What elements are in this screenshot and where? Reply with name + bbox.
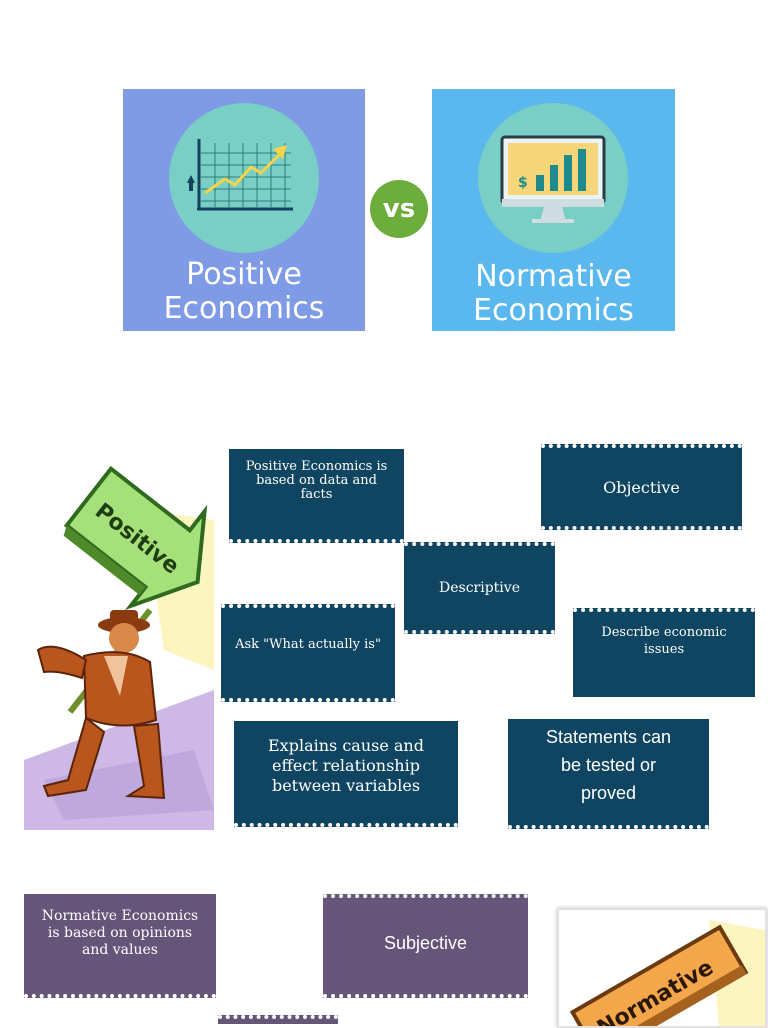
positive-box-objective: Objective bbox=[541, 444, 742, 530]
positive-box-ask-what-is: Ask "What actually is" bbox=[221, 604, 395, 702]
line-chart-icon bbox=[187, 139, 293, 211]
box-text: Describe economic issues bbox=[601, 624, 727, 657]
box-text: Statements can be tested or proved bbox=[545, 727, 672, 803]
positive-title-line2: Economics bbox=[163, 291, 325, 326]
monitor-chart-icon: $ bbox=[500, 135, 606, 223]
positive-illustration: Positive bbox=[24, 450, 214, 840]
box-text: Descriptive bbox=[439, 580, 520, 596]
box-text: Objective bbox=[603, 477, 680, 497]
vs-badge: vs bbox=[370, 180, 428, 238]
normative-box-partial bbox=[218, 1015, 338, 1024]
normative-box-opinions: Normative Economics is based on opinions… bbox=[24, 894, 216, 998]
normative-title-line2: Economics bbox=[473, 293, 634, 328]
box-text: Ask "What actually is" bbox=[235, 636, 381, 652]
positive-economics-panel: Positive Economics bbox=[123, 89, 365, 331]
box-text: Normative Economics is based on opinions… bbox=[41, 907, 199, 958]
normative-box-subjective: Subjective bbox=[323, 894, 528, 998]
box-text: Explains cause and effect relationship b… bbox=[268, 736, 424, 795]
positive-box-describe-issues: Describe economic issues bbox=[573, 608, 755, 697]
positive-title-line1: Positive bbox=[186, 257, 302, 292]
normative-illustration: Normative bbox=[557, 908, 767, 1028]
positive-box-cause-effect: Explains cause and effect relationship b… bbox=[234, 721, 458, 827]
normative-economics-panel: $ Normative Economics bbox=[432, 89, 675, 331]
positive-box-data-facts: Positive Economics is based on data and … bbox=[229, 449, 404, 543]
monitor-icon-circle: $ bbox=[478, 103, 628, 253]
chart-icon-circle bbox=[169, 103, 319, 253]
positive-box-testable: Statements can be tested or proved bbox=[508, 719, 709, 829]
box-text: Positive Economics is based on data and … bbox=[245, 459, 388, 502]
box-text: Subjective bbox=[383, 932, 468, 953]
normative-title-line1: Normative bbox=[475, 259, 632, 294]
positive-box-descriptive: Descriptive bbox=[404, 542, 555, 634]
dollar-symbol: $ bbox=[518, 175, 528, 191]
